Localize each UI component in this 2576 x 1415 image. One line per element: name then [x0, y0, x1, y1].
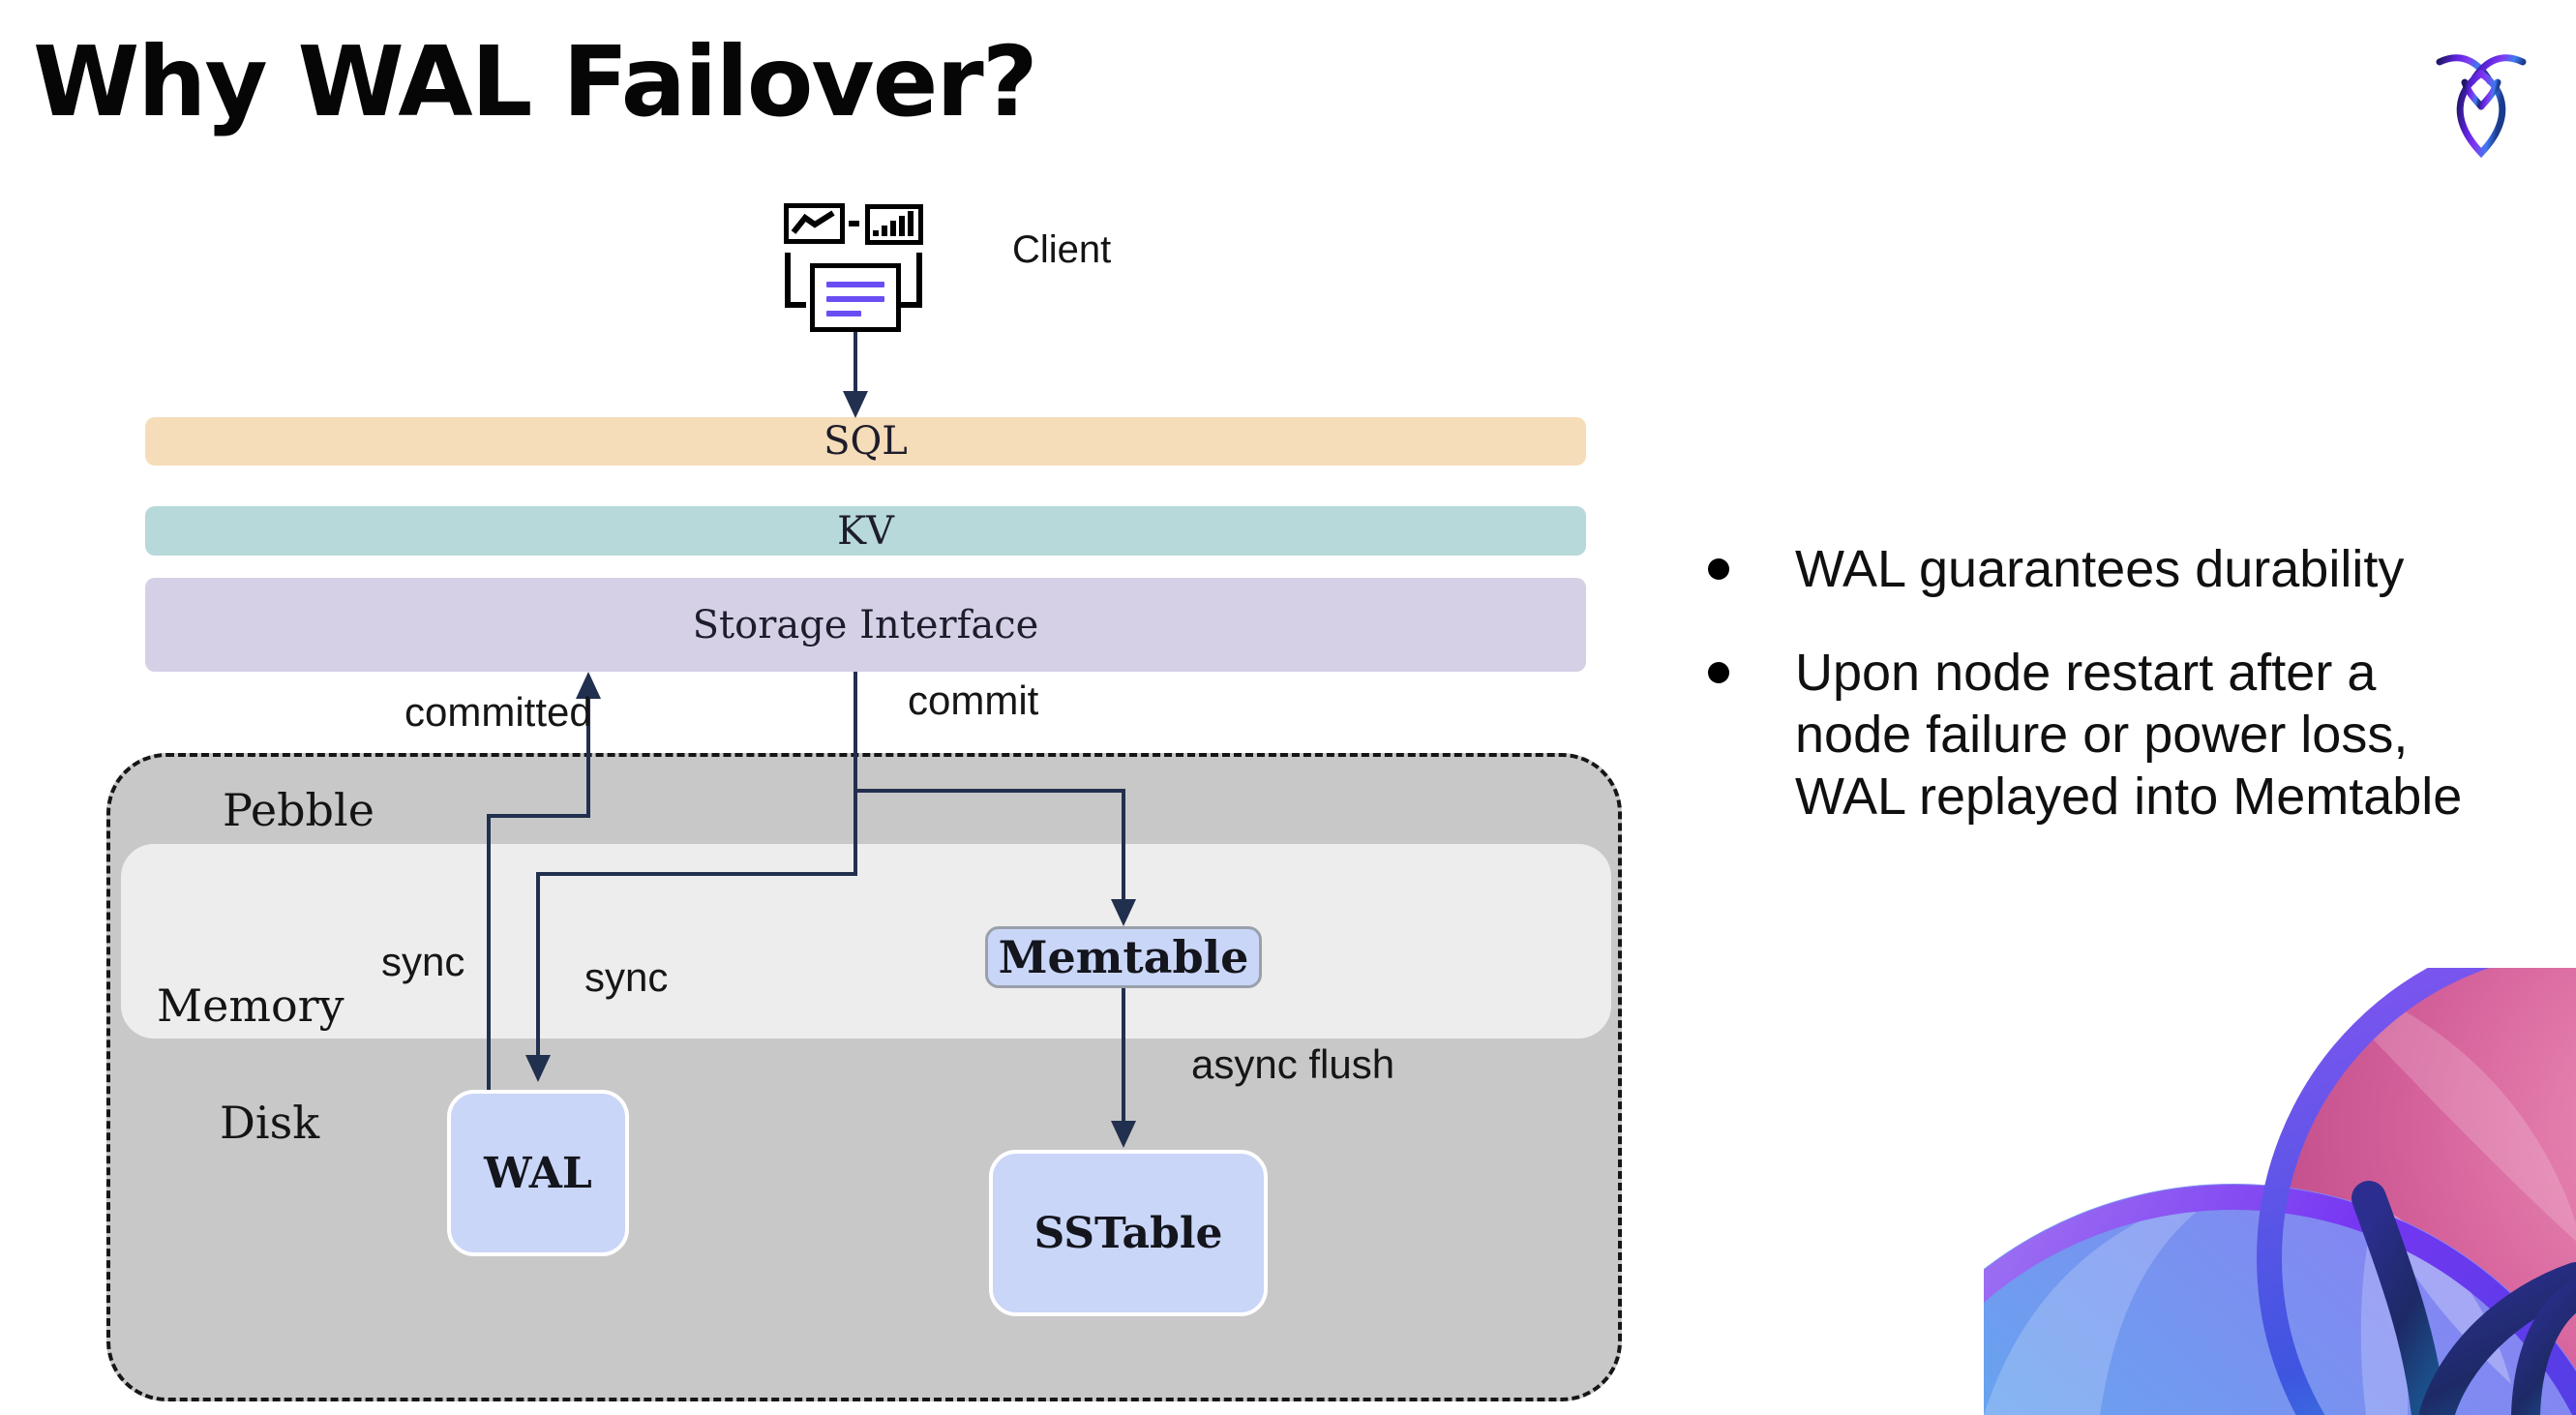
- pebble-label: Pebble: [223, 784, 374, 836]
- layer-storage-interface-label: Storage Interface: [692, 602, 1039, 647]
- client-arrowhead: [843, 391, 868, 418]
- disk-label: Disk: [220, 1097, 320, 1149]
- layer-sql: SQL: [145, 417, 1586, 466]
- client-barchart-icon: [865, 204, 923, 245]
- commit-label: commit: [908, 677, 1039, 723]
- wal-arrowhead: [525, 1055, 551, 1082]
- wal-node-label: WAL: [484, 1148, 592, 1198]
- sync-line: [536, 872, 540, 1057]
- async-flush-line: [1122, 988, 1125, 1123]
- sstable-node: SSTable: [989, 1150, 1268, 1316]
- client-icon-dash: [849, 221, 859, 226]
- memtable-node: Memtable: [985, 926, 1262, 988]
- sync-line: [536, 872, 855, 876]
- committed-line: [487, 816, 491, 1090]
- client-screen-bracket-left: [785, 253, 806, 308]
- committed-arrowhead: [576, 672, 601, 699]
- client-linechart-icon: [784, 203, 845, 244]
- commit-branch-line: [1122, 789, 1125, 901]
- bullet-list: WAL guarantees durability Upon node rest…: [1696, 538, 2509, 828]
- bullet-item: Upon node restart after a node failure o…: [1696, 642, 2509, 828]
- client-document-icon: [810, 263, 901, 332]
- committed-line: [586, 697, 590, 818]
- bullet-item: WAL guarantees durability: [1696, 538, 2509, 600]
- layer-sql-label: SQL: [824, 419, 908, 464]
- memory-label: Memory: [157, 979, 344, 1032]
- commit-line: [854, 672, 857, 876]
- async-flush-label: async flush: [1191, 1041, 1395, 1087]
- sync-left-label: sync: [381, 939, 465, 984]
- committed-line: [487, 814, 590, 818]
- document-line: [826, 282, 884, 287]
- memory-band: [121, 844, 1611, 1039]
- wal-node: WAL: [447, 1090, 629, 1256]
- bullet-text: WAL replayed into Memtable: [1795, 768, 2463, 826]
- sync-right-label: sync: [584, 954, 669, 1000]
- sstable-node-label: SSTable: [1033, 1208, 1223, 1258]
- bullet-text: node failure or power loss,: [1795, 706, 2409, 764]
- client-arrow-line: [854, 332, 857, 393]
- client-screen-bracket-right: [901, 253, 922, 308]
- page-title: Why WAL Failover?: [33, 25, 1038, 138]
- document-line: [826, 296, 884, 302]
- bullet-text: Upon node restart after a: [1795, 644, 2377, 702]
- layer-kv: KV: [145, 506, 1586, 556]
- memtable-node-label: Memtable: [998, 931, 1249, 983]
- layer-storage-interface: Storage Interface: [145, 578, 1586, 672]
- document-line: [826, 311, 861, 316]
- layer-kv-label: KV: [837, 508, 894, 554]
- cockroachdb-brand-sphere-art: [1865, 926, 2576, 1415]
- commit-branch-line: [854, 789, 1125, 793]
- sstable-arrowhead: [1111, 1121, 1136, 1148]
- memtable-arrowhead: [1111, 899, 1136, 926]
- cockroachdb-logo-icon: [2435, 48, 2528, 163]
- committed-label: committed: [404, 689, 592, 735]
- client-label: Client: [1012, 228, 1112, 271]
- bullet-text: WAL guarantees durability: [1795, 540, 2405, 598]
